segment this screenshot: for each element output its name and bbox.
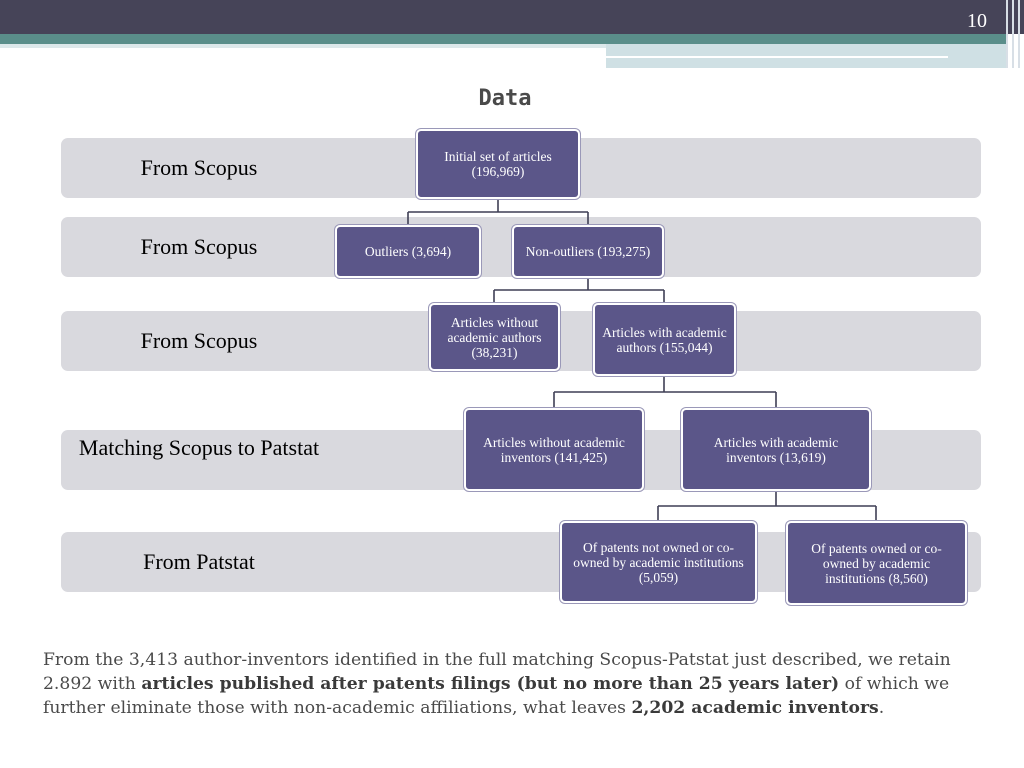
node-initial-articles: Initial set of articles (196,969) xyxy=(416,129,580,199)
summary-part: . xyxy=(878,698,885,718)
summary-bold: 2,202 academic inventors xyxy=(631,698,879,718)
header-vertical-line xyxy=(1006,0,1008,68)
summary-bold: articles published after patents filings… xyxy=(141,674,840,694)
node-articles-with-academic-inventors: Articles with academic inventors (13,619… xyxy=(681,408,871,491)
header-dark-bar xyxy=(0,0,1024,34)
band-label: From Patstat xyxy=(143,549,255,574)
header-light-strip xyxy=(0,44,606,48)
band-label: From Scopus xyxy=(140,328,258,353)
summary-text: From the 3,413 author-inventors identifi… xyxy=(43,648,993,720)
page-title: Data xyxy=(478,86,532,111)
band-label: Matching Scopus to Patstat xyxy=(78,435,320,460)
node-articles-without-academic-authors: Articles without academic authors (38,23… xyxy=(429,303,560,371)
summary-part: of which we further eliminate those with… xyxy=(43,674,950,718)
node-outliers: Outliers (3,694) xyxy=(335,225,481,278)
band-label: From Scopus xyxy=(140,234,258,259)
node-non-outliers: Non-outliers (193,275) xyxy=(512,225,664,278)
header-vertical-line xyxy=(1018,0,1020,68)
node-articles-without-academic-inventors: Articles without academic inventors (141… xyxy=(464,408,644,491)
band-label: From Scopus xyxy=(140,155,258,180)
node-articles-with-academic-authors: Articles with academic authors (155,044) xyxy=(593,303,736,376)
slide-number: 10 xyxy=(967,10,987,32)
node-patents-owned: Of patents owned or co-owned by academic… xyxy=(786,521,967,605)
header-teal-bar xyxy=(0,34,1006,44)
summary-part: From the 3,413 author-inventors identifi… xyxy=(43,650,951,694)
node-patents-not-owned: Of patents not owned or co-owned by acad… xyxy=(560,521,757,603)
header-vertical-line xyxy=(1012,0,1014,68)
header-white-line xyxy=(606,56,948,58)
